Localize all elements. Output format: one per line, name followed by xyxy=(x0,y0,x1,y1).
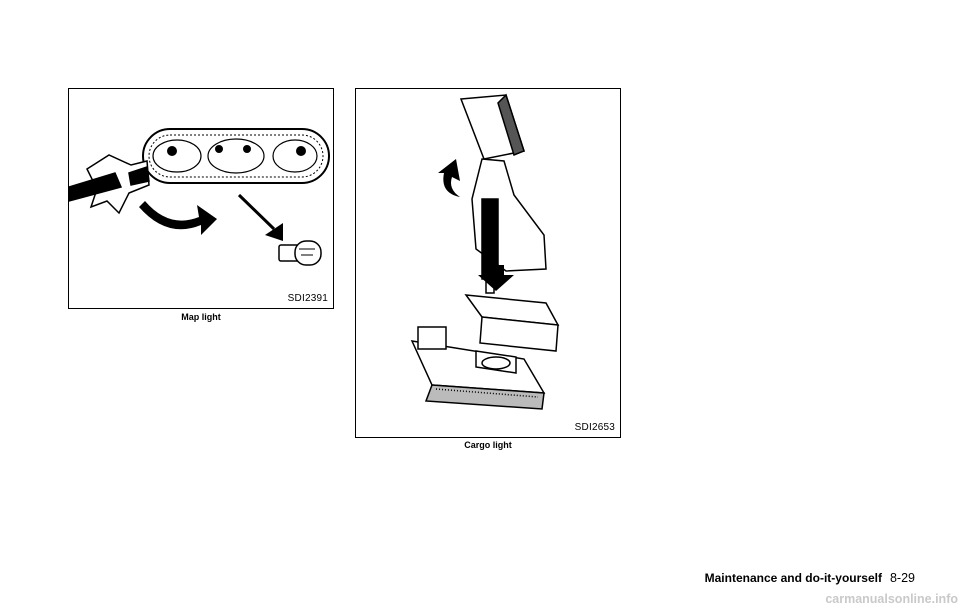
section-title: Maintenance and do-it-yourself xyxy=(704,571,882,585)
figure-code: SDI2653 xyxy=(574,422,615,433)
cargo-light-illustration xyxy=(410,93,560,410)
figure-code: SDI2391 xyxy=(287,293,328,304)
straight-arrow xyxy=(237,193,283,241)
screwdriver-cloth xyxy=(69,154,150,215)
curved-arrow xyxy=(438,159,460,197)
cargo-light-cover xyxy=(459,93,525,160)
hand-screwdriver xyxy=(471,158,547,294)
bulb xyxy=(278,240,322,266)
lamp-cover xyxy=(464,294,560,352)
map-light-illustration xyxy=(69,128,330,266)
map-light-figure: SDI2391 xyxy=(68,88,334,309)
figure-caption: Map light xyxy=(181,312,221,322)
page-footer: Maintenance and do-it-yourself 8-29 xyxy=(700,571,915,585)
lamp-housing xyxy=(410,326,546,410)
figure-caption: Cargo light xyxy=(464,440,512,450)
map-light-lens xyxy=(142,128,330,184)
cargo-light-figure: SDI2653 xyxy=(355,88,621,438)
watermark-text: carmanualsonline.info xyxy=(825,592,958,606)
curved-arrow xyxy=(139,201,217,235)
down-arrow xyxy=(478,265,514,291)
page-number: 8-29 xyxy=(889,571,915,585)
